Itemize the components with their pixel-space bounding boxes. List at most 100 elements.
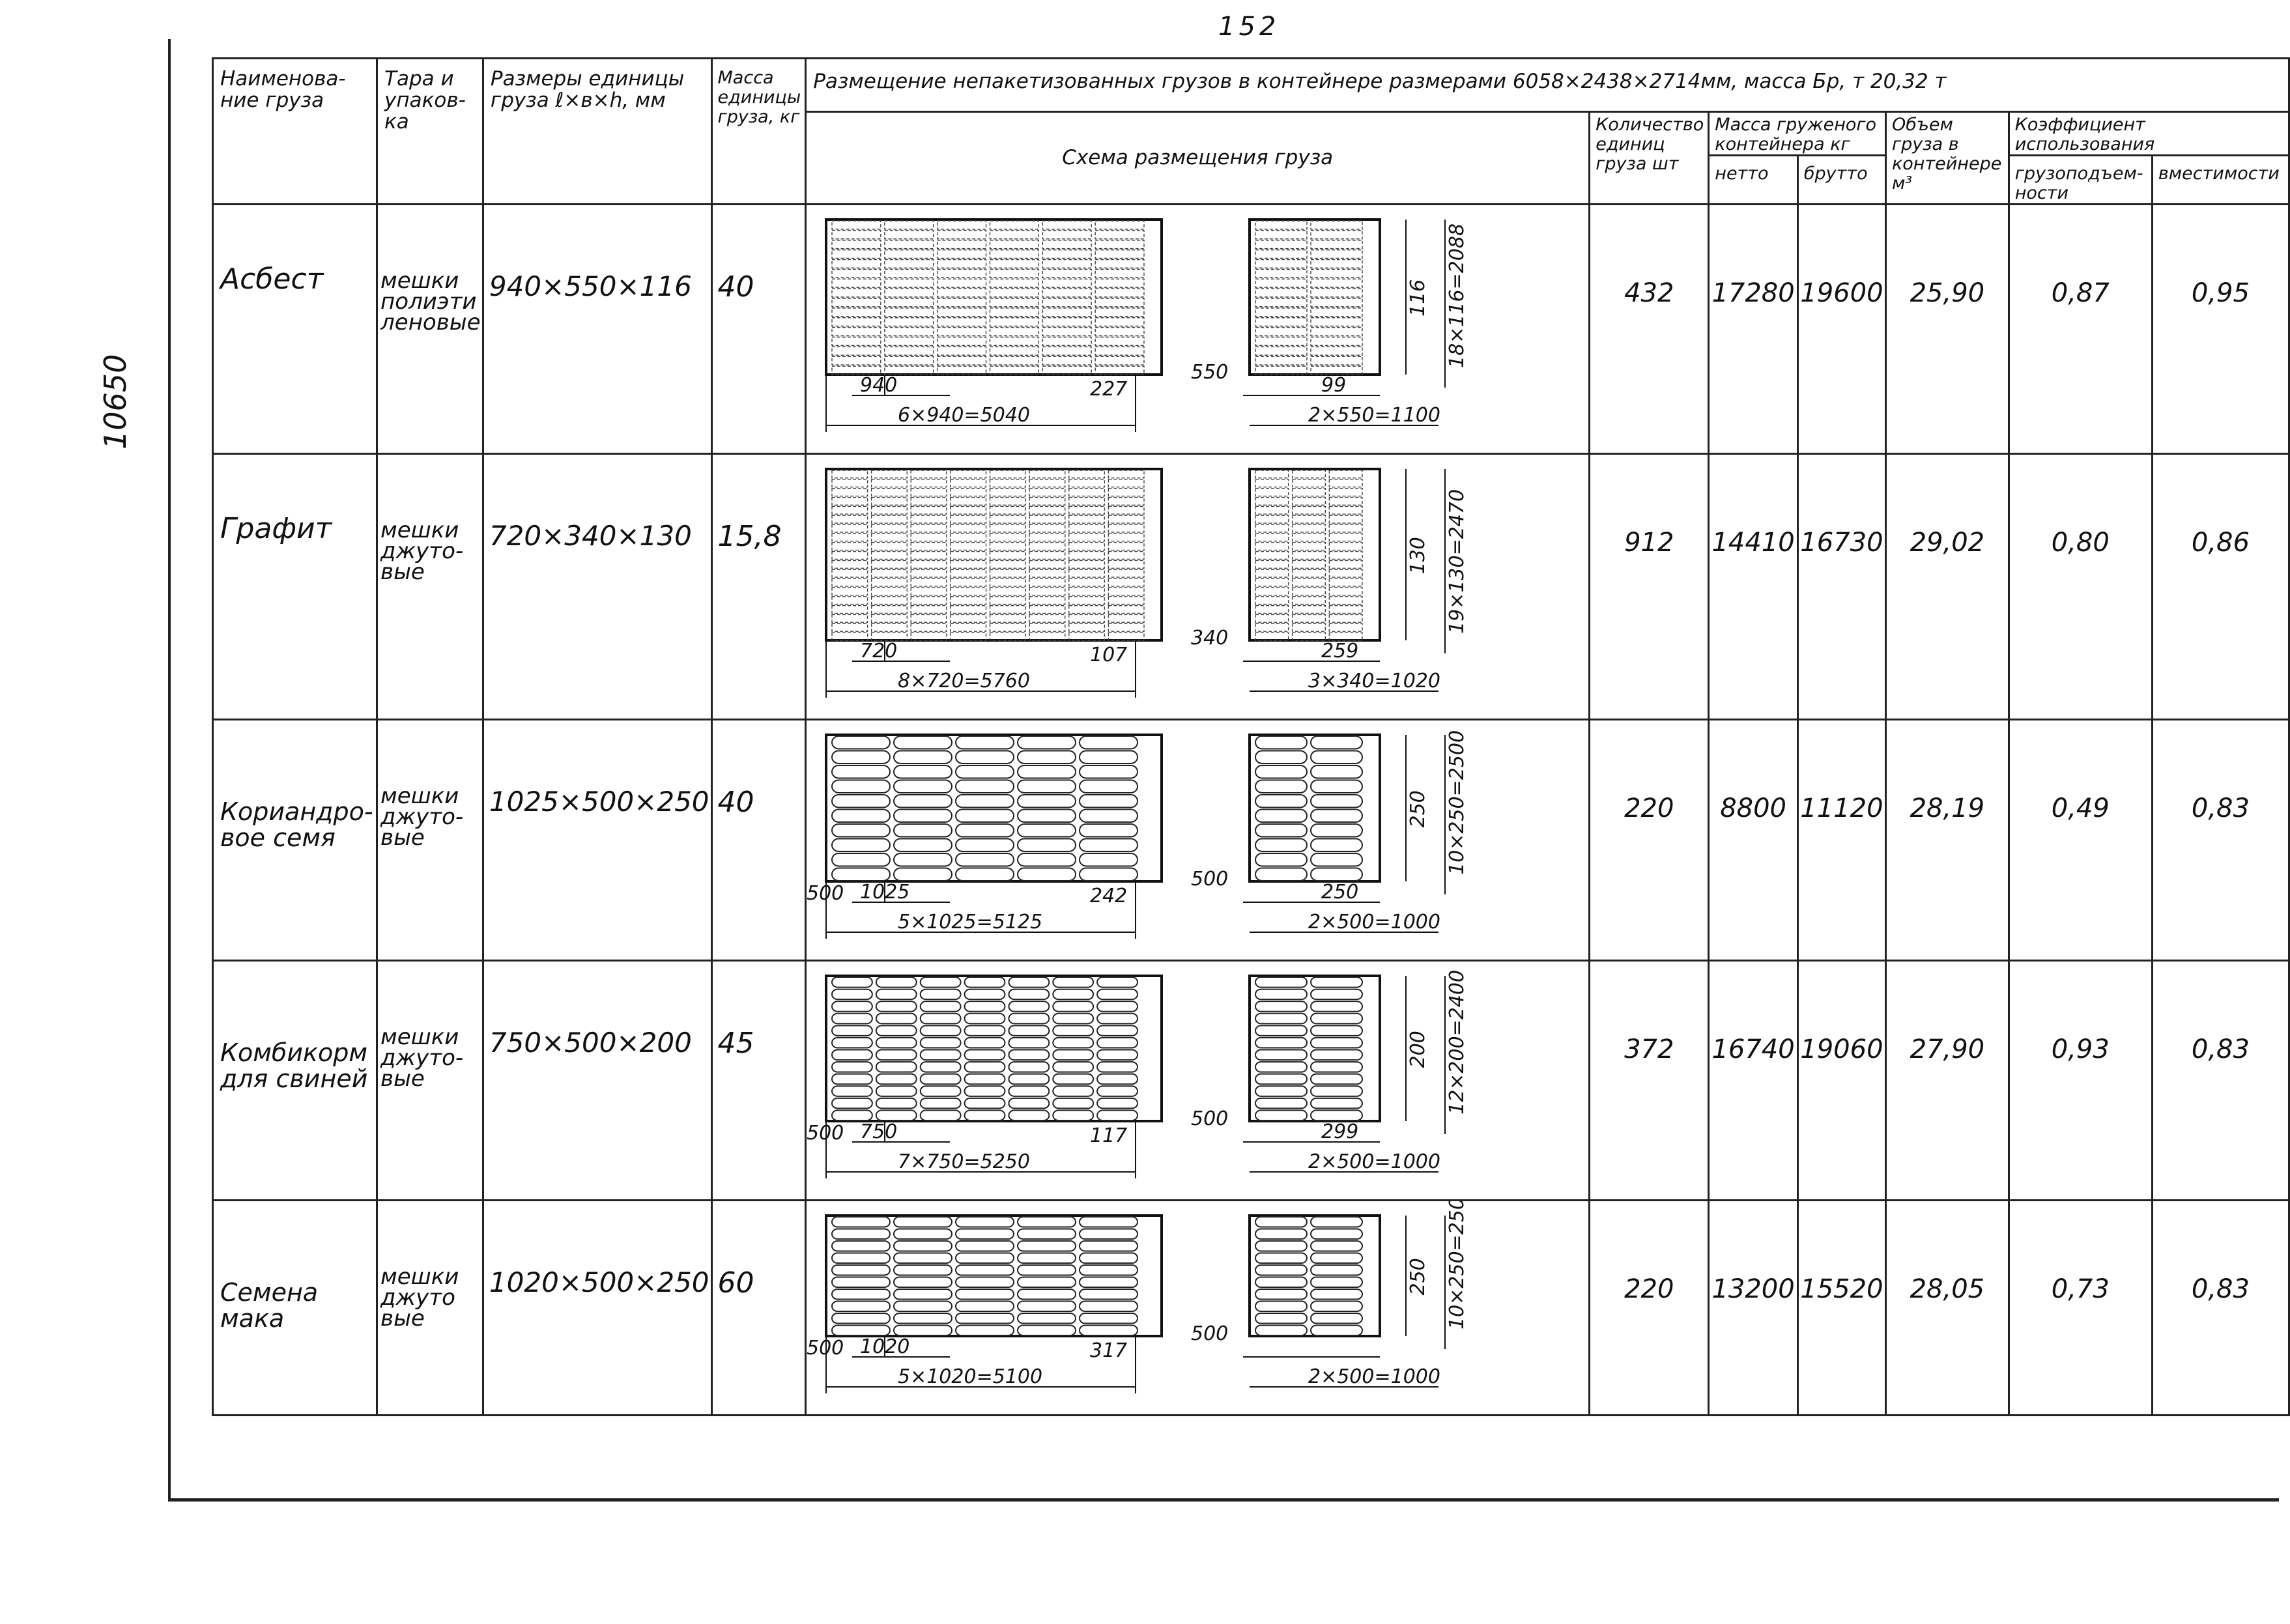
cargo-unit xyxy=(1108,550,1145,560)
label-total-height: 10×250=2500 xyxy=(1446,730,1468,875)
cargo-unit xyxy=(1255,838,1308,852)
cargo-unit xyxy=(893,867,953,881)
cargo-unit xyxy=(1108,632,1145,641)
label-gap-length: 317 xyxy=(1090,1339,1127,1362)
cargo-unit xyxy=(919,1049,962,1061)
label-total-height: 18×116=2088 xyxy=(1446,223,1468,368)
cargo-unit xyxy=(1292,470,1326,479)
cargo-k-capacity: 0,73 xyxy=(2007,1199,2153,1416)
label-gap-width: 250 xyxy=(1321,881,1358,904)
label-total-length: 5×1025=5125 xyxy=(898,911,1042,933)
cargo-unit xyxy=(955,779,1015,793)
cargo-unit xyxy=(950,587,987,596)
cargo-unit xyxy=(919,976,962,988)
header-placement: Размещение непакетизованных грузов в кон… xyxy=(805,57,2290,113)
cargo-unit xyxy=(1068,479,1106,488)
cargo-name: Комбикорм для свиней xyxy=(211,960,379,1201)
cargo-count: 220 xyxy=(1588,719,1710,962)
cargo-unit xyxy=(1095,220,1145,230)
cargo-unit xyxy=(1255,288,1308,298)
cargo-unit xyxy=(1255,779,1308,793)
cargo-unit xyxy=(876,1061,917,1073)
cargo-unit xyxy=(1255,1001,1308,1012)
cargo-unit xyxy=(893,1228,953,1240)
cargo-unit xyxy=(1292,614,1326,623)
cargo-name: Графит xyxy=(211,453,379,720)
cargo-unit xyxy=(831,560,868,569)
cargo-unit xyxy=(1017,1313,1077,1324)
cargo-unit xyxy=(1255,623,1289,632)
cargo-dimensions: 940×550×116 xyxy=(481,203,713,455)
cargo-k-capacity: 0,49 xyxy=(2007,719,2153,962)
cargo-unit xyxy=(1255,853,1308,867)
cargo-unit xyxy=(1068,623,1106,632)
table-row: Кориандро-вое семя мешки джуто-вые 1025×… xyxy=(211,719,2290,962)
cargo-unit xyxy=(1310,779,1364,793)
cargo-unit xyxy=(1310,988,1364,1001)
container-front-view xyxy=(825,734,1164,883)
cargo-volume: 27,90 xyxy=(1884,960,2010,1201)
cargo-unit xyxy=(1042,240,1093,249)
cargo-unit xyxy=(964,988,1006,1001)
cargo-unit xyxy=(964,1109,1006,1122)
cargo-unit xyxy=(1310,1276,1364,1288)
cargo-unit xyxy=(1108,479,1145,488)
cargo-unit xyxy=(1255,1012,1308,1025)
cargo-unit xyxy=(910,524,947,533)
container-outline xyxy=(1248,734,1382,883)
cargo-unit xyxy=(1108,560,1145,569)
container-side-view xyxy=(1248,218,1382,376)
cargo-unit xyxy=(1052,1061,1095,1073)
cargo-unit xyxy=(1029,596,1066,605)
cargo-unit xyxy=(1096,1012,1139,1025)
cargo-unit xyxy=(1310,765,1364,779)
cargo-unit xyxy=(893,1289,953,1300)
cargo-unit xyxy=(964,1001,1006,1012)
cargo-unit xyxy=(1042,288,1093,298)
cargo-unit xyxy=(1095,326,1145,337)
label-edge: 500 xyxy=(807,882,844,905)
cargo-unit xyxy=(831,623,868,632)
cargo-unit xyxy=(1017,750,1077,764)
cargo-tare: мешки джуто вые xyxy=(376,1199,484,1416)
cargo-unit xyxy=(1255,524,1289,533)
cargo-name: Семена мака xyxy=(211,1199,379,1416)
cargo-unit xyxy=(1079,794,1139,808)
label-total-width: 3×340=1020 xyxy=(1308,670,1440,692)
cargo-unit xyxy=(871,515,908,524)
header-coefficient: Коэффициент использования xyxy=(2007,111,2290,156)
cargo-unit xyxy=(1008,1036,1050,1049)
cargo-unit xyxy=(910,578,947,587)
cargo-unit xyxy=(937,278,987,288)
label-unit-length: 1025 xyxy=(860,881,909,904)
cargo-unit xyxy=(1068,496,1106,506)
cargo-unit xyxy=(1096,1001,1139,1012)
cargo-unit xyxy=(1008,1001,1050,1012)
cargo-unit xyxy=(831,596,868,605)
cargo-unit xyxy=(919,1085,962,1097)
container-side-view xyxy=(1248,734,1382,883)
cargo-unit xyxy=(1042,268,1093,278)
cargo-unit xyxy=(964,1085,1006,1097)
cargo-unit-mass: 40 xyxy=(710,719,807,962)
cargo-unit xyxy=(1310,298,1363,307)
cargo-unit xyxy=(910,587,947,596)
cargo-unit xyxy=(910,542,947,551)
cargo-unit xyxy=(950,560,987,569)
cargo-unit xyxy=(1079,735,1139,750)
cargo-unit xyxy=(1255,278,1308,288)
cargo-unit xyxy=(884,240,934,249)
label-unit-width: 500 xyxy=(1191,1107,1228,1130)
label-gap-width: 99 xyxy=(1321,374,1346,397)
container-outline xyxy=(1248,1214,1382,1337)
cargo-unit xyxy=(1310,1001,1364,1012)
cargo-unit xyxy=(964,976,1006,988)
cargo-unit xyxy=(831,750,891,764)
cargo-unit xyxy=(990,336,1040,347)
cargo-unit xyxy=(1029,479,1066,488)
cargo-unit xyxy=(831,524,868,533)
cargo-unit xyxy=(1008,1097,1050,1109)
